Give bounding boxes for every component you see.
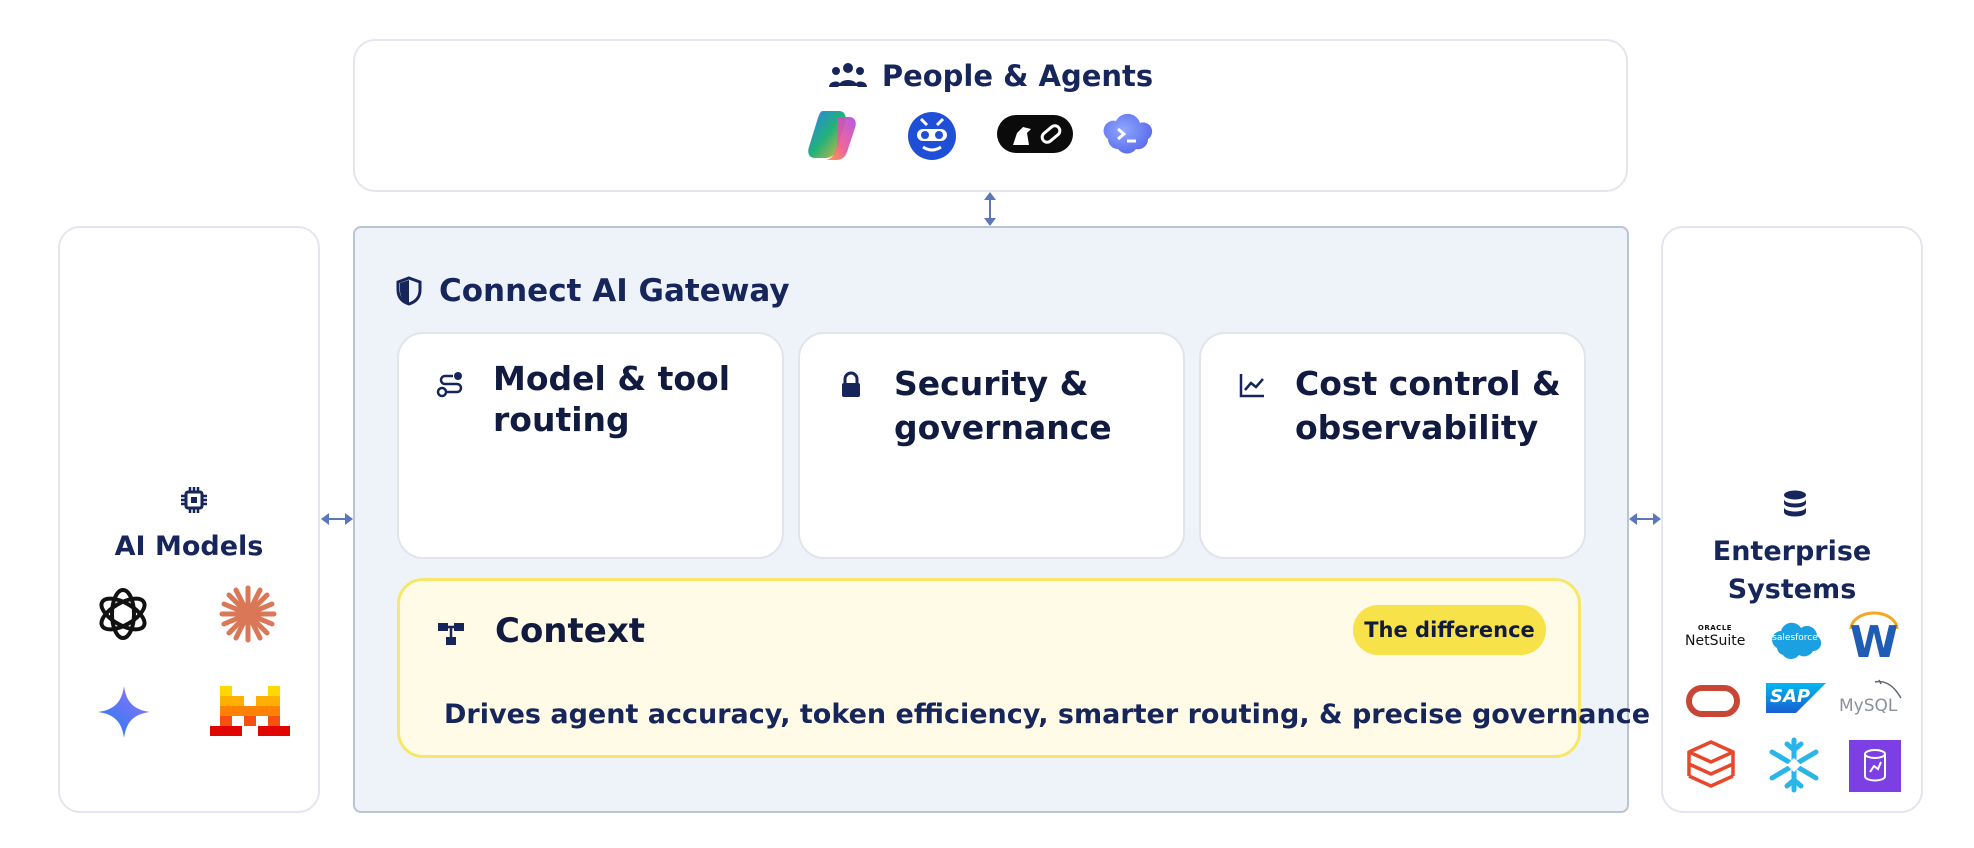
difference-badge: The difference (1353, 605, 1546, 655)
snowflake-logo (1769, 737, 1819, 793)
people-group-icon (828, 63, 867, 87)
salesforce-logo-text: salesforce (1772, 633, 1818, 643)
openai-logo (99, 588, 147, 640)
people-agents-title: People & Agents (881, 59, 1154, 93)
salesforce-logo: salesforce (1765, 618, 1825, 660)
shield-icon (396, 276, 422, 306)
mysql-dolphin-icon (1874, 679, 1902, 699)
gemini-logo (98, 686, 150, 738)
routing-card: Model & tool routing (397, 332, 784, 559)
sap-shape-icon (1766, 683, 1826, 713)
people-agents-panel: People & Agents (353, 39, 1628, 192)
sap-logo: SAP (1766, 683, 1826, 713)
copilot-logo (808, 111, 856, 160)
models-gateway-arrow (321, 513, 353, 525)
context-card: Context The difference Drives agent accu… (397, 578, 1650, 758)
security-card-title: Security & governance (894, 364, 1112, 447)
lock-icon (842, 371, 860, 397)
database-icon (1784, 490, 1806, 517)
mysql-logo-text: MySQL (1839, 696, 1898, 716)
chip-icon (181, 487, 207, 513)
gateway-header: Connect AI Gateway (395, 273, 790, 309)
gateway-enterprise-arrow (1629, 513, 1661, 525)
salesforce-cloud-icon (1772, 622, 1822, 659)
gateway-panel: Connect AI Gateway Model & tool routing … (353, 226, 1650, 813)
enterprise-title-line1: Enterprise (1712, 536, 1872, 567)
line-chart-icon (1239, 374, 1264, 398)
mysql-logo: MySQL (1839, 678, 1909, 718)
anthropic-logo (219, 585, 277, 643)
workday-arc-icon (1849, 611, 1899, 630)
cost-card-title: Cost control & observability (1295, 364, 1561, 447)
people-gateway-arrow (984, 192, 996, 226)
routing-card-title: Model & tool routing (493, 359, 731, 439)
database-app-logo (1849, 740, 1901, 792)
workday-logo: W (1847, 611, 1901, 667)
context-title: Context (495, 611, 646, 651)
ai-models-panel: AI Models (58, 226, 320, 813)
databricks-logo (1687, 740, 1735, 788)
context-description: Drives agent accuracy, token efficiency,… (444, 699, 1651, 730)
agent-logos (355, 107, 1626, 163)
netsuite-logo-top: ORACLE (1697, 624, 1733, 632)
routing-icon (436, 372, 463, 398)
mistral-logo (210, 686, 290, 736)
cost-card: Cost control & observability (1199, 332, 1586, 559)
enterprise-title-line2: Systems (1727, 574, 1857, 605)
security-card: Security & governance (798, 332, 1185, 559)
people-agents-header: People & Agents (355, 59, 1626, 93)
gateway-title: Connect AI Gateway (439, 273, 790, 309)
sap-logo-text: SAP (1770, 686, 1811, 707)
terminal-cloud-logo (1103, 113, 1153, 154)
robot-agent-logo (908, 112, 956, 160)
workday-logo-text: W (1849, 617, 1899, 668)
ai-models-title: AI Models (114, 531, 264, 562)
hierarchy-icon (438, 623, 464, 645)
bird-link-logo (997, 115, 1073, 153)
enterprise-panel: Enterprise Systems ORACLE NetSuite sales… (1661, 226, 1923, 813)
netsuite-logo-main: NetSuite (1685, 633, 1746, 649)
netsuite-logo: ORACLE NetSuite (1685, 624, 1745, 649)
oracle-logo (1686, 685, 1740, 717)
